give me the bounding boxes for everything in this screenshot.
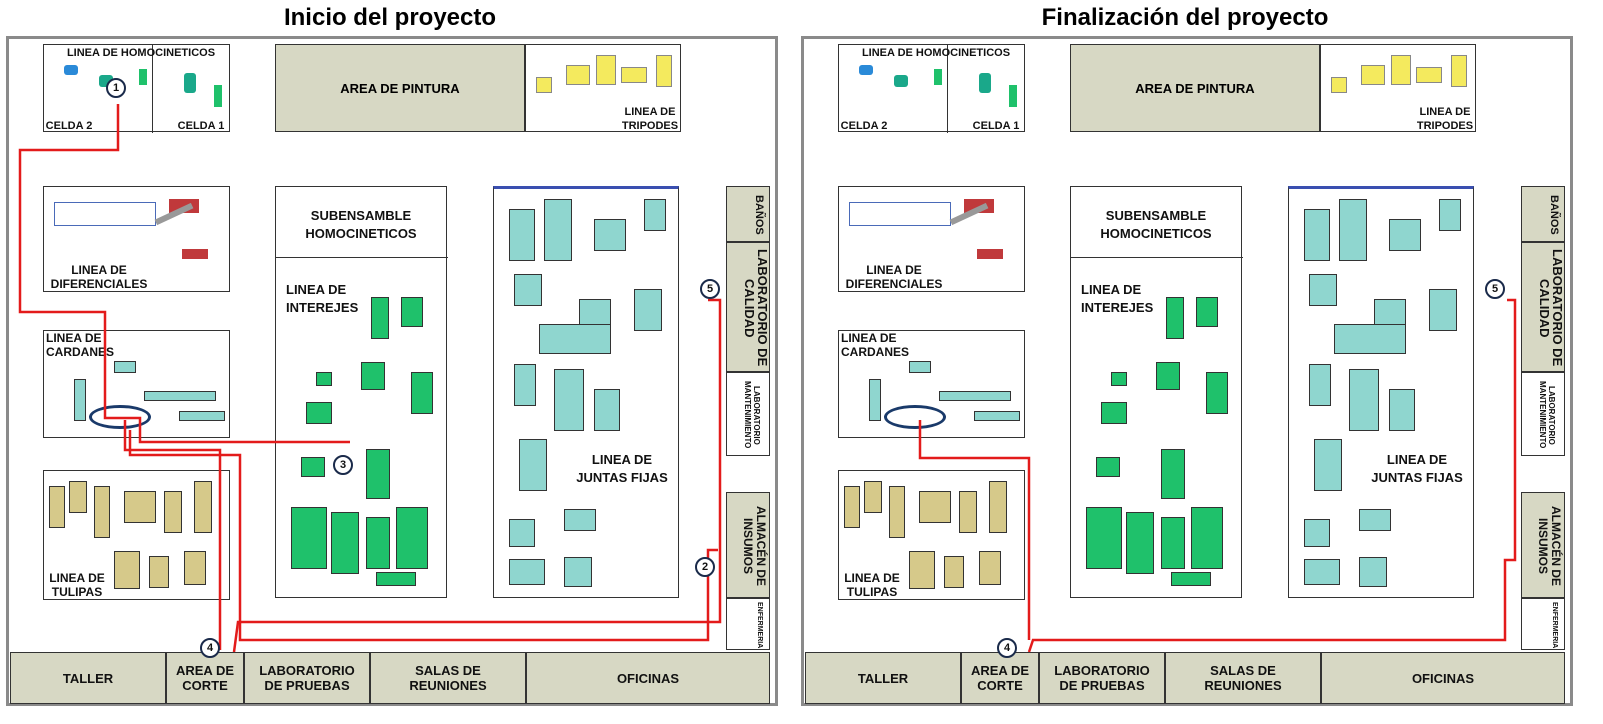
label-salas: SALAS DE REUNIONES bbox=[409, 663, 487, 693]
label-taller: TALLER bbox=[857, 670, 909, 686]
label-celda1: CELDA 1 bbox=[972, 120, 1020, 132]
label-tulipas: LINEA DE TULIPAS bbox=[844, 571, 900, 599]
panel-title: Finalización del proyecto bbox=[1041, 4, 1329, 31]
label-taller: TALLER bbox=[62, 670, 114, 686]
label-homocineticos: LINEA DE HOMOCINETICOS bbox=[66, 47, 216, 59]
label-celda2: CELDA 2 bbox=[45, 120, 93, 132]
marker-5: 5 bbox=[700, 279, 720, 299]
area-lab-mant: LABORATORIO MANTENIMIENTO bbox=[1521, 372, 1565, 456]
area-subensamble: SUBENSAMBLE HOMOCINETICOS LINEA DE INTER… bbox=[1070, 186, 1243, 598]
label-subensamble: SUBENSAMBLE HOMOCINETICOS bbox=[1100, 208, 1212, 241]
area-homocineticos: LINEA DE HOMOCINETICOS CELDA 2 CELDA 1 bbox=[838, 44, 1025, 133]
area-taller: TALLER bbox=[805, 652, 961, 704]
area-tripodes: LINEA DE TRIPODES bbox=[1320, 44, 1476, 132]
label-juntas: LINEA DE JUNTAS FIJAS bbox=[576, 452, 668, 485]
area-almacen: ALMACÉN DE INSUMOS bbox=[726, 492, 770, 598]
area-tulipas: LINEA DE TULIPAS bbox=[838, 470, 1025, 600]
label-lab-pruebas: LABORATORIO DE PRUEBAS bbox=[1054, 663, 1150, 693]
area-subensamble: SUBENSAMBLE HOMOCINETICOS LINEA DE INTER… bbox=[275, 186, 448, 598]
label-almacen: ALMACÉN DE INSUMOS bbox=[1536, 506, 1563, 586]
label-cardanes: LINEA DE CARDANES bbox=[46, 331, 115, 359]
area-taller: TALLER bbox=[10, 652, 166, 704]
area-pintura: AREA DE PINTURA bbox=[1070, 44, 1320, 132]
area-oficinas: OFICINAS bbox=[526, 652, 770, 704]
label-corte: AREA DE CORTE bbox=[970, 663, 1030, 693]
area-corte: AREA DE CORTE bbox=[166, 652, 244, 704]
marker-2: 2 bbox=[695, 557, 715, 577]
marker-4: 4 bbox=[200, 638, 220, 658]
area-lab-pruebas: LABORATORIO DE PRUEBAS bbox=[1039, 652, 1165, 704]
area-corte: AREA DE CORTE bbox=[961, 652, 1039, 704]
area-almacen: ALMACÉN DE INSUMOS bbox=[1521, 492, 1565, 598]
label-tripodes: LINEA DE TRIPODES bbox=[1416, 106, 1474, 132]
label-lab-mant: LABORATORIO MANTENIMIENTO bbox=[1538, 381, 1556, 449]
area-lab-pruebas: LABORATORIO DE PRUEBAS bbox=[244, 652, 370, 704]
label-enfermeria: ENFERMERIA bbox=[756, 601, 763, 649]
label-juntas: LINEA DE JUNTAS FIJAS bbox=[1371, 452, 1463, 485]
label-diferenciales: LINEA DE DIFERENCIALES bbox=[50, 263, 148, 291]
area-juntas-fijas: LINEA DE JUNTAS FIJAS bbox=[1288, 186, 1474, 598]
marker-4: 4 bbox=[997, 638, 1017, 658]
panel-title: Inicio del proyecto bbox=[283, 4, 497, 31]
area-tulipas: LINEA DE TULIPAS bbox=[43, 470, 230, 600]
label-corte: AREA DE CORTE bbox=[175, 663, 235, 693]
marker-5: 5 bbox=[1485, 279, 1505, 299]
label-pintura: AREA DE PINTURA bbox=[1135, 80, 1255, 96]
panel-inicio: Inicio del proyecto LINEA DE HOMOCINETIC… bbox=[0, 0, 780, 724]
label-pintura: AREA DE PINTURA bbox=[340, 80, 460, 96]
label-cardanes: LINEA DE CARDANES bbox=[841, 331, 910, 359]
label-lab-calidad: LABORATORIO DE CALIDAD bbox=[742, 249, 770, 367]
area-banos: BAÑOS bbox=[726, 186, 770, 242]
area-salas: SALAS DE REUNIONES bbox=[370, 652, 526, 704]
label-banos: BAÑOS bbox=[753, 195, 765, 235]
area-lab-calidad: LABORATORIO DE CALIDAD bbox=[726, 242, 770, 372]
area-diferenciales: LINEA DE DIFERENCIALES bbox=[43, 186, 230, 292]
label-banos: BAÑOS bbox=[1548, 195, 1560, 235]
label-tripodes: LINEA DE TRIPODES bbox=[621, 106, 679, 132]
panel-finalizacion: Finalización del proyecto LINEA DE HOMOC… bbox=[795, 0, 1575, 724]
label-celda2: CELDA 2 bbox=[840, 120, 888, 132]
label-interejes: LINEA DE INTEREJES bbox=[286, 282, 359, 315]
label-enfermeria: ENFERMERIA bbox=[1551, 601, 1558, 649]
label-lab-pruebas: LABORATORIO DE PRUEBAS bbox=[259, 663, 355, 693]
label-lab-mant: LABORATORIO MANTENIMIENTO bbox=[743, 381, 761, 449]
label-oficinas: OFICINAS bbox=[616, 670, 680, 686]
area-lab-calidad: LABORATORIO DE CALIDAD bbox=[1521, 242, 1565, 372]
label-diferenciales: LINEA DE DIFERENCIALES bbox=[845, 263, 943, 291]
area-homocineticos: LINEA DE HOMOCINETICOS CELDA 2 CELDA 1 bbox=[43, 44, 230, 133]
label-interejes: LINEA DE INTEREJES bbox=[1081, 282, 1154, 315]
label-tulipas: LINEA DE TULIPAS bbox=[49, 571, 105, 599]
label-salas: SALAS DE REUNIONES bbox=[1204, 663, 1282, 693]
area-oficinas: OFICINAS bbox=[1321, 652, 1565, 704]
marker-3: 3 bbox=[333, 455, 353, 475]
area-cardanes: LINEA DE CARDANES bbox=[43, 330, 230, 438]
area-enfermeria: ENFERMERIA bbox=[726, 598, 770, 650]
area-tripodes: LINEA DE TRIPODES bbox=[525, 44, 681, 132]
marker-1: 1 bbox=[106, 78, 126, 98]
area-enfermeria: ENFERMERIA bbox=[1521, 598, 1565, 650]
label-oficinas: OFICINAS bbox=[1411, 670, 1475, 686]
area-lab-mant: LABORATORIO MANTENIMIENTO bbox=[726, 372, 770, 456]
label-subensamble: SUBENSAMBLE HOMOCINETICOS bbox=[305, 208, 417, 241]
area-juntas-fijas: LINEA DE JUNTAS FIJAS bbox=[493, 186, 679, 598]
label-almacen: ALMACÉN DE INSUMOS bbox=[741, 506, 768, 586]
area-cardanes: LINEA DE CARDANES bbox=[838, 330, 1025, 438]
label-homocineticos: LINEA DE HOMOCINETICOS bbox=[861, 47, 1011, 59]
area-pintura: AREA DE PINTURA bbox=[275, 44, 525, 132]
label-celda1: CELDA 1 bbox=[177, 120, 225, 132]
area-diferenciales: LINEA DE DIFERENCIALES bbox=[838, 186, 1025, 292]
area-salas: SALAS DE REUNIONES bbox=[1165, 652, 1321, 704]
label-lab-calidad: LABORATORIO DE CALIDAD bbox=[1537, 249, 1565, 367]
area-banos: BAÑOS bbox=[1521, 186, 1565, 242]
